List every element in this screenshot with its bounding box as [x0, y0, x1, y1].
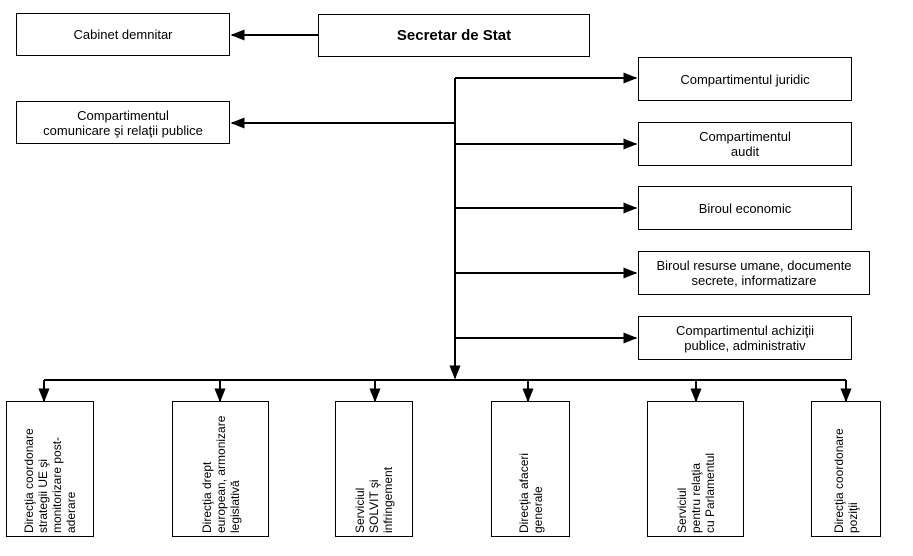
bottom-unit-3: Serviciul SOLVIT şi infringement [335, 401, 413, 537]
cabinet-label: Cabinet demnitar [73, 27, 173, 42]
bottom-unit-label: Direcţia drept european, armonizare legi… [199, 415, 242, 533]
right-unit-4: Biroul resurse umane, documente secrete,… [638, 251, 870, 295]
right-unit-label: Biroul economic [698, 200, 792, 216]
right-unit-3: Biroul economic [638, 186, 852, 230]
bottom-unit-label: Direcţia coordonare strategii UE şi moni… [22, 428, 78, 533]
bottom-unit-label: Direcţia coordonare poziţii [832, 428, 860, 533]
communication-label: Compartimentul comunicare şi relaţii pub… [43, 107, 203, 138]
right-unit-1: Compartimentul juridic [638, 57, 852, 101]
bottom-unit-6: Direcţia coordonare poziţii [811, 401, 881, 537]
bottom-unit-5: Serviciul pentru relaţia cu Parlamentul [647, 401, 744, 537]
right-unit-2: Compartimentul audit [638, 122, 852, 166]
bottom-unit-2: Direcţia drept european, armonizare legi… [172, 401, 269, 537]
cabinet-box: Cabinet demnitar [16, 13, 230, 56]
bottom-unit-4: Direcţia afaceri generale [491, 401, 570, 537]
right-unit-label: Biroul resurse umane, documente secrete,… [656, 258, 852, 288]
head-box: Secretar de Stat [318, 14, 590, 57]
bottom-unit-label: Serviciul pentru relaţia cu Parlamentul [674, 452, 717, 533]
bottom-unit-label: Direcţia afaceri generale [516, 452, 545, 533]
right-unit-label: Compartimentul juridic [680, 71, 810, 87]
bottom-unit-1: Direcţia coordonare strategii UE şi moni… [6, 401, 94, 537]
right-unit-label: Compartimentul audit [699, 129, 791, 159]
right-unit-label: Compartimentul achiziţii publice, admini… [676, 323, 814, 353]
bottom-unit-label: Serviciul SOLVIT şi infringement [353, 466, 395, 533]
head-label: Secretar de Stat [396, 27, 512, 44]
right-unit-5: Compartimentul achiziţii publice, admini… [638, 316, 852, 360]
communication-box: Compartimentul comunicare şi relaţii pub… [16, 101, 230, 144]
